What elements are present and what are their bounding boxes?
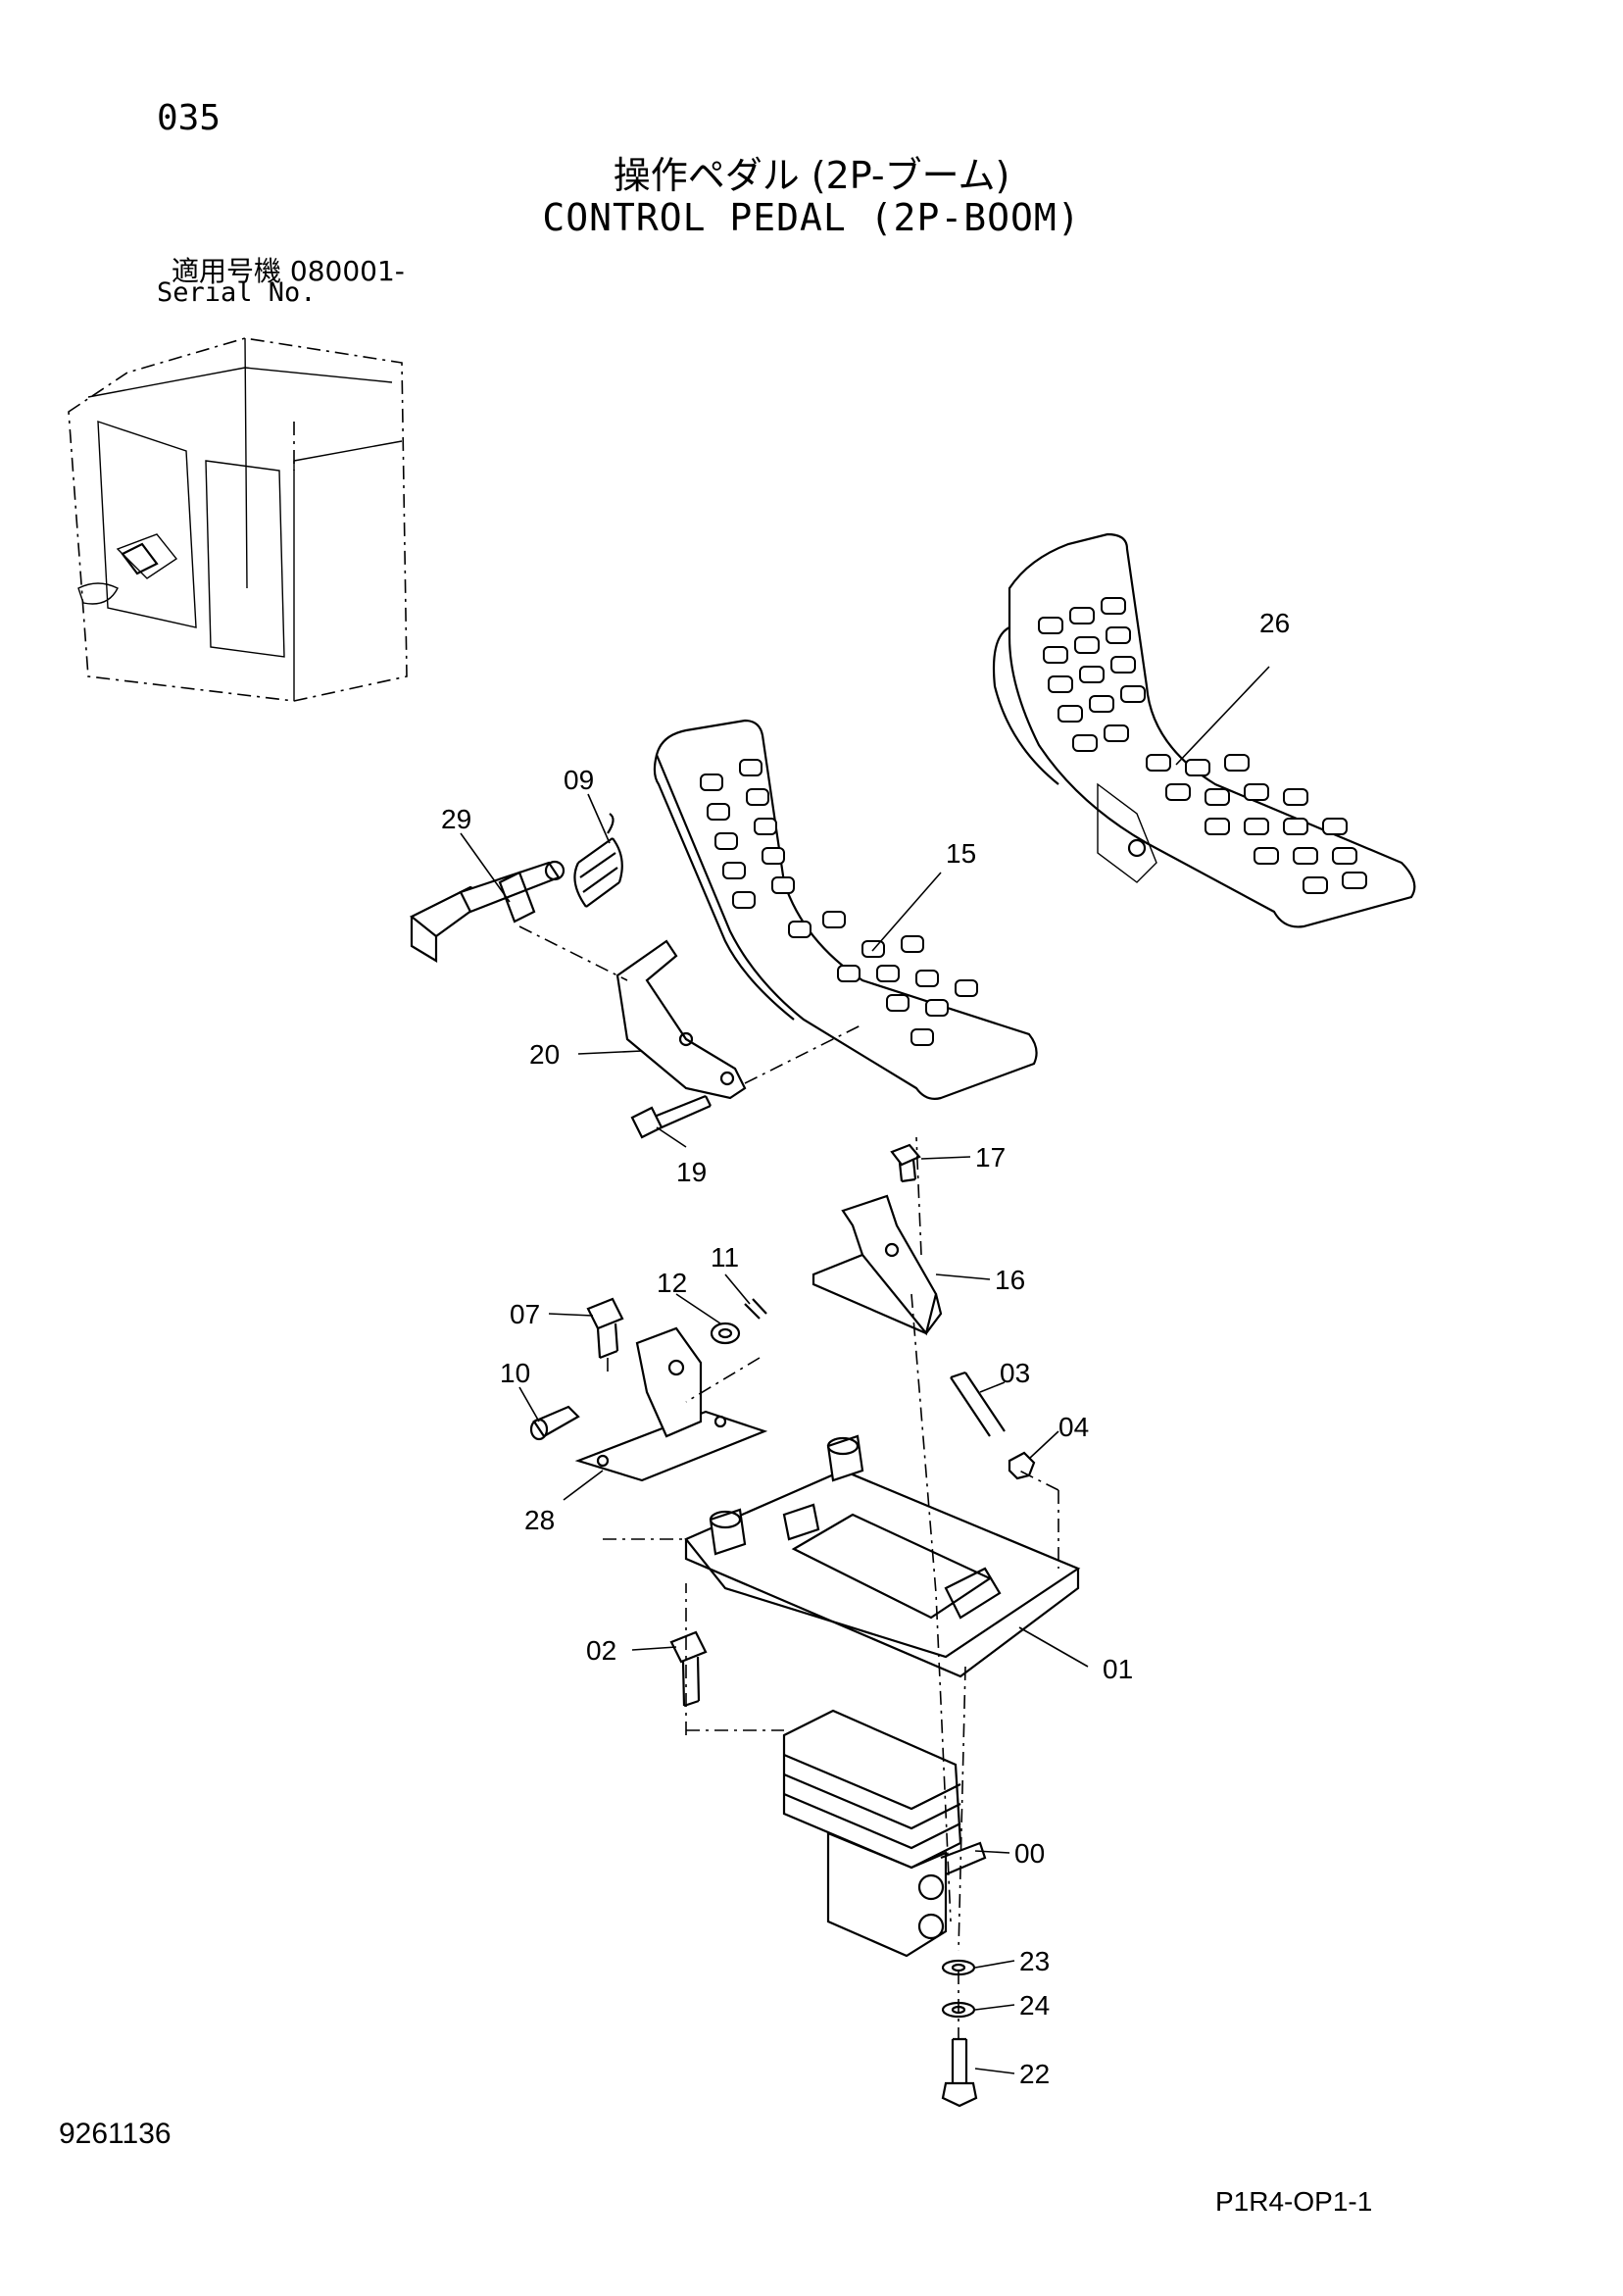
callout-04: 04: [1058, 1412, 1089, 1442]
callout-leaders: [460, 666, 1270, 2074]
callout-00: 00: [1014, 1838, 1045, 1869]
callout-23: 23: [1019, 1946, 1050, 1976]
callout-01: 01: [1103, 1654, 1133, 1684]
pedal-15: [653, 719, 1038, 1100]
callout-15: 15: [946, 838, 976, 869]
callout-22: 22: [1019, 2059, 1050, 2089]
callout-26: 26: [1259, 608, 1290, 638]
callout-10: 10: [500, 1358, 530, 1388]
callout-19: 19: [676, 1157, 707, 1187]
title-japanese: 操作ペダル (2P-ブーム): [613, 154, 1010, 197]
pedal-26: [992, 532, 1416, 928]
bracket-20: [615, 939, 747, 1100]
callout-09: 09: [564, 765, 594, 795]
callout-29: 29: [441, 804, 471, 834]
bolt-17: [890, 1143, 921, 1183]
sheet-code: P1R4-OP1-1: [1215, 2186, 1373, 2217]
callout-02: 02: [586, 1635, 616, 1666]
pilot-valve-00: [782, 1709, 987, 1958]
bolt-22: [941, 2037, 978, 2108]
pin-29: [409, 860, 566, 963]
title-english: CONTROL PEDAL (2P-BOOM): [542, 196, 1081, 239]
bracket-28: [574, 1326, 768, 1482]
bolt-19: [630, 1094, 712, 1139]
callout-11: 11: [711, 1242, 739, 1273]
document-number: 9261136: [59, 2118, 172, 2150]
bracket-16: [812, 1194, 943, 1336]
pedal-15-grip-pads: [700, 759, 978, 1046]
callout-07: 07: [510, 1299, 540, 1329]
page-number: 035: [157, 98, 221, 138]
base-plate-01: [684, 1434, 1081, 1678]
bolt-07: [586, 1297, 624, 1360]
pedal-26-grip-pads: [1038, 597, 1367, 894]
washer-12: [710, 1322, 741, 1345]
cab-locator-thumbnail: [68, 337, 408, 702]
serial-label-japanese: 適用号機 080001-: [172, 255, 405, 287]
bolt-02: [669, 1630, 708, 1708]
pin-10: [529, 1405, 580, 1441]
assembly-lines: [518, 925, 1059, 2039]
serial-label-english: Serial No.: [157, 277, 317, 308]
callout-03: 03: [1000, 1358, 1030, 1388]
cotter-pin-11: [744, 1298, 767, 1320]
callout-24: 24: [1019, 1990, 1050, 2021]
callout-28: 28: [524, 1505, 555, 1535]
callout-20: 20: [529, 1039, 560, 1070]
spring-09: [573, 813, 623, 908]
bolt-03: [950, 1371, 1006, 1437]
callout-17: 17: [975, 1142, 1006, 1173]
callout-labels: 26 09 29 15 20 19 17 16 11 12 07 10 03 0…: [441, 608, 1290, 2089]
callout-16: 16: [995, 1265, 1025, 1295]
callout-12: 12: [657, 1268, 687, 1298]
